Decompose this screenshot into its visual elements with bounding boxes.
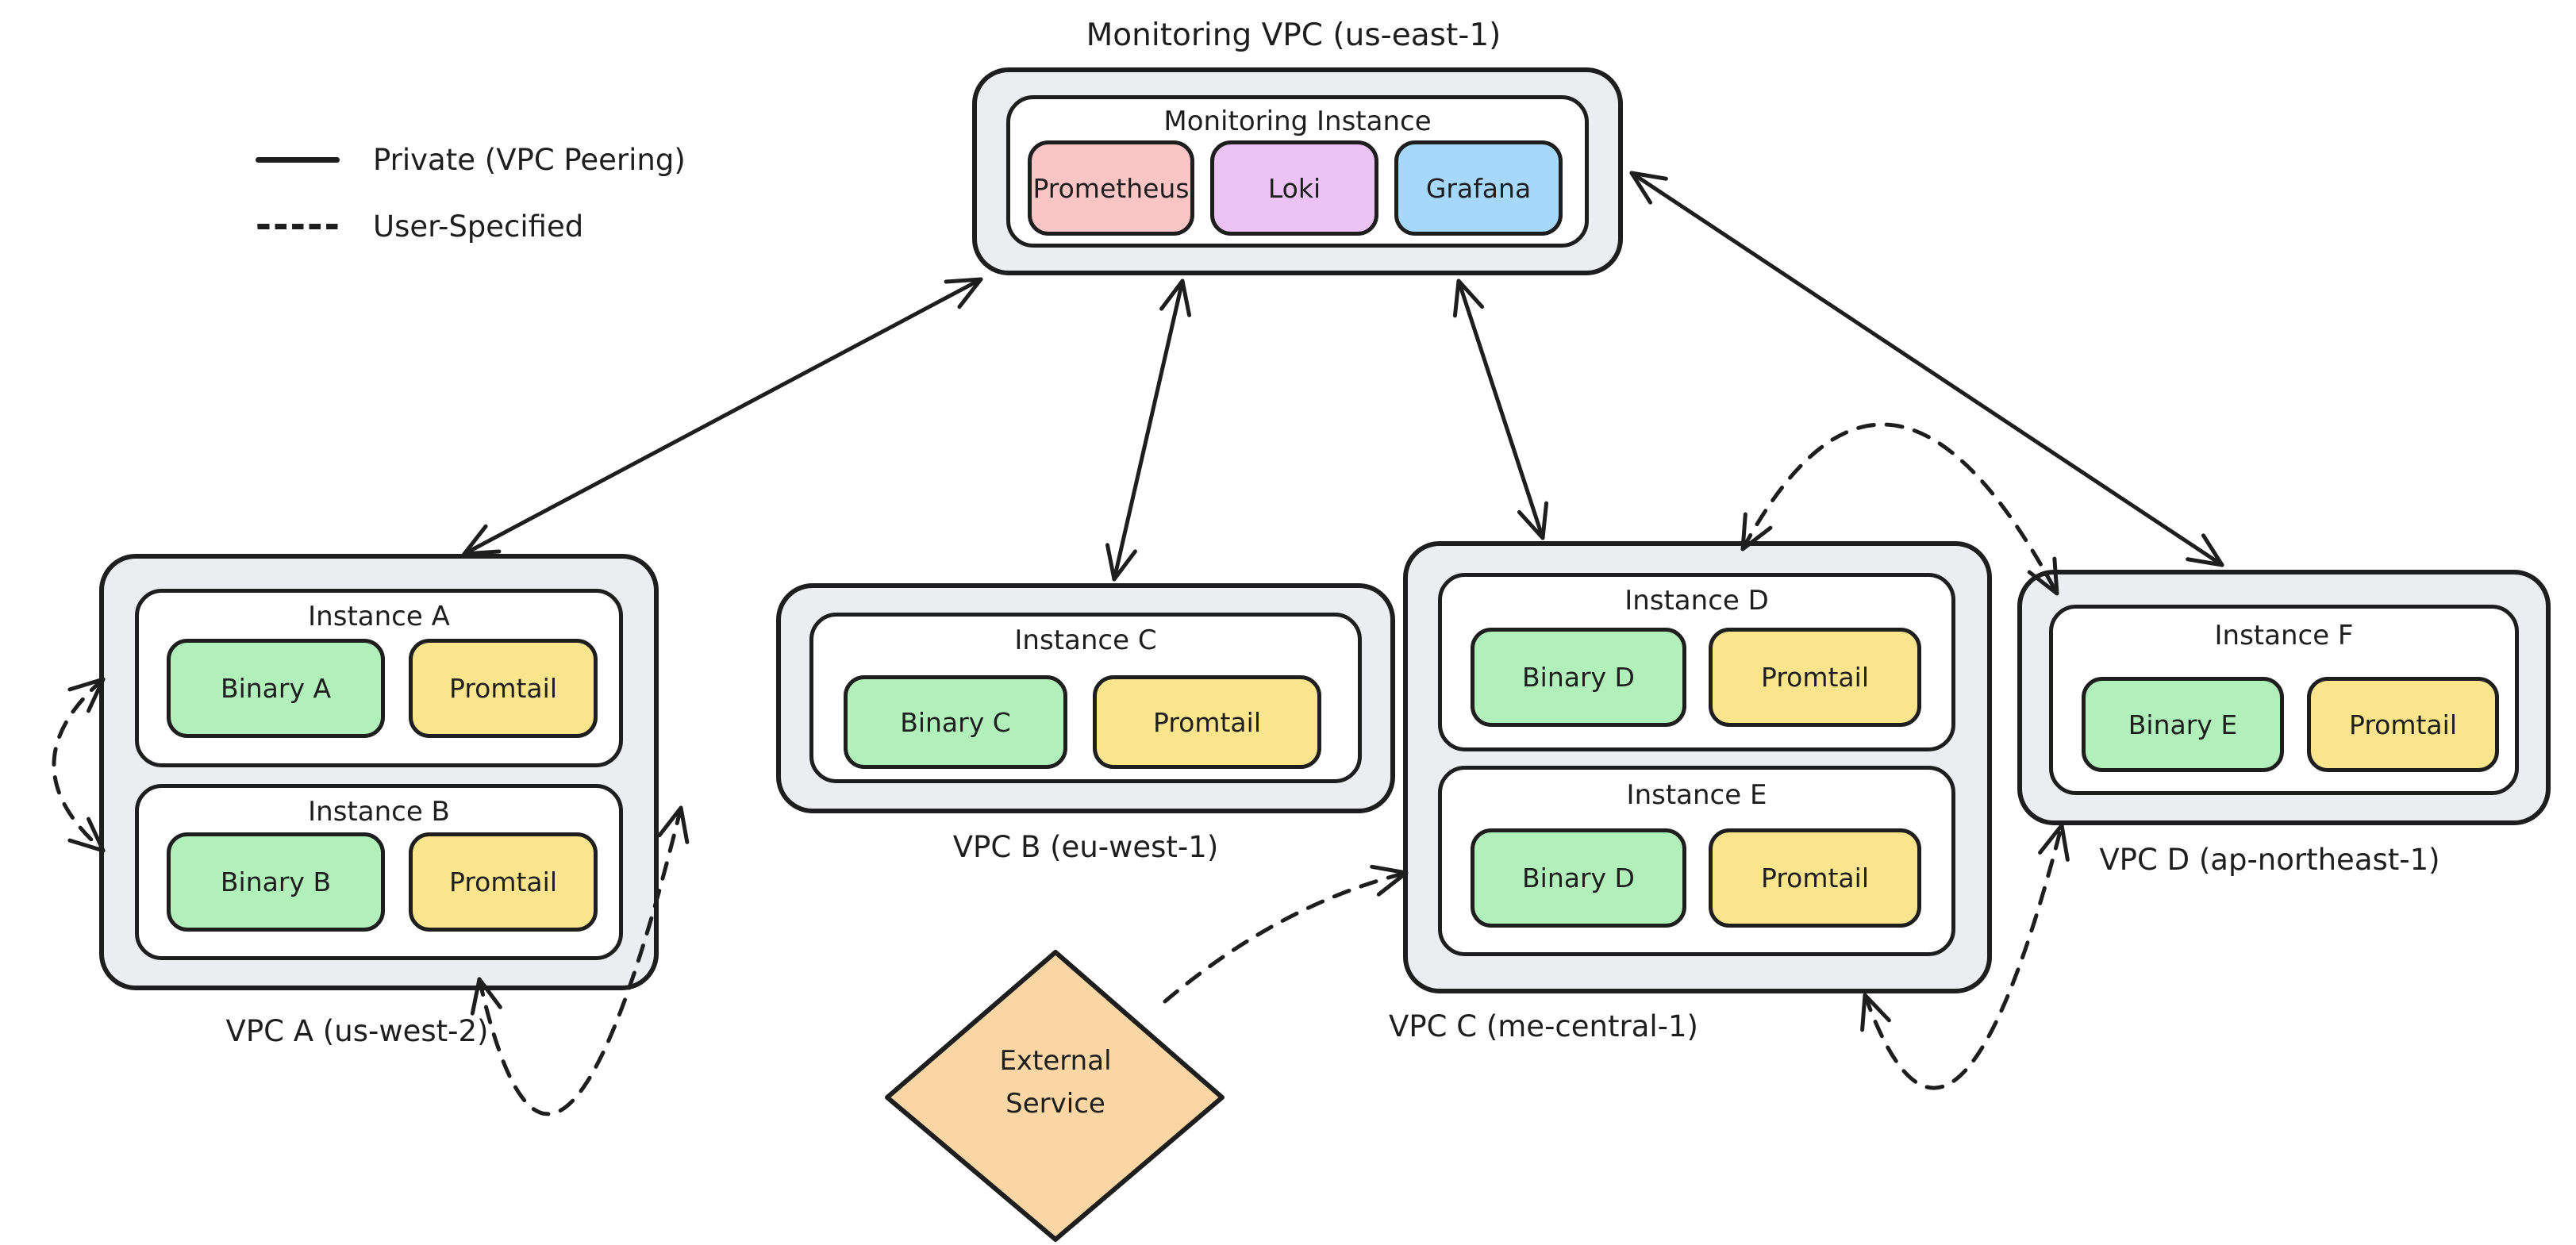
binary-a-chip: Binary A: [167, 639, 385, 738]
peering-monitoring-to-vpc-b: [1105, 279, 1192, 582]
binary-c-chip: Binary C: [844, 675, 1067, 769]
monitoring-vpc-title: Monitoring VPC (us-east-1): [1086, 17, 1501, 53]
grafana-chip: Grafana: [1394, 140, 1563, 236]
loki-chip: Loki: [1210, 140, 1378, 236]
binary-b-chip: Binary B: [167, 832, 385, 932]
instance-e-box: Instance E Binary D Promtail: [1438, 766, 1955, 956]
promtail-chip-instance-a: Promtail: [409, 639, 598, 738]
instance-a-title: Instance A: [308, 601, 450, 632]
binary-e-chip: Binary E: [2082, 677, 2284, 772]
vpc-d-label: VPC D (ap-northeast-1): [2099, 843, 2440, 877]
binary-d-chip-instance-e: Binary D: [1471, 828, 1686, 928]
peering-monitoring-to-vpc-c: [1452, 279, 1549, 540]
peering-monitoring-to-vpc-a: [462, 277, 983, 556]
external-service-label: External Service: [999, 1045, 1112, 1120]
monitoring-instance-box: Monitoring Instance Prometheus Loki Graf…: [1006, 95, 1589, 248]
instance-d-title: Instance D: [1624, 585, 1769, 617]
legend-user-specified-line-sample: [256, 224, 340, 229]
legend-private-label: Private (VPC Peering): [373, 143, 686, 177]
instance-f-box: Instance F Binary E Promtail: [2049, 605, 2519, 795]
monitoring-instance-title: Monitoring Instance: [1163, 106, 1432, 137]
vpc-c-label: VPC C (me-central-1): [1389, 1009, 1698, 1043]
promtail-chip-instance-e: Promtail: [1709, 828, 1921, 928]
instance-d-box: Instance D Binary D Promtail: [1438, 573, 1955, 751]
instance-f-title: Instance F: [2214, 620, 2354, 651]
instance-a-box: Instance A Binary A Promtail: [135, 589, 623, 767]
instance-b-box: Instance B Binary B Promtail: [135, 784, 623, 960]
vpc-b-label: VPC B (eu-west-1): [952, 830, 1219, 864]
peering-monitoring-to-vpc-d: [1629, 171, 2224, 567]
instance-e-title: Instance E: [1626, 779, 1767, 811]
user-external-to-vpc-c: [1163, 864, 1409, 1004]
instance-c-title: Instance C: [1014, 624, 1157, 656]
promtail-chip-instance-b: Promtail: [409, 832, 598, 932]
vpc-a-label: VPC A (us-west-2): [225, 1014, 489, 1048]
promtail-chip-instance-f: Promtail: [2307, 677, 2499, 772]
legend-private-line-sample: [256, 157, 340, 163]
binary-d-chip-instance-d: Binary D: [1471, 628, 1686, 727]
instance-c-box: Instance C Binary C Promtail: [809, 613, 1362, 783]
user-instance-a-instance-b: [52, 677, 106, 853]
promtail-chip-instance-d: Promtail: [1709, 628, 1921, 727]
promtail-chip-instance-c: Promtail: [1093, 675, 1321, 769]
prometheus-chip: Prometheus: [1028, 140, 1194, 236]
instance-b-title: Instance B: [308, 796, 450, 828]
legend-user-specified-label: User-Specified: [373, 209, 584, 244]
